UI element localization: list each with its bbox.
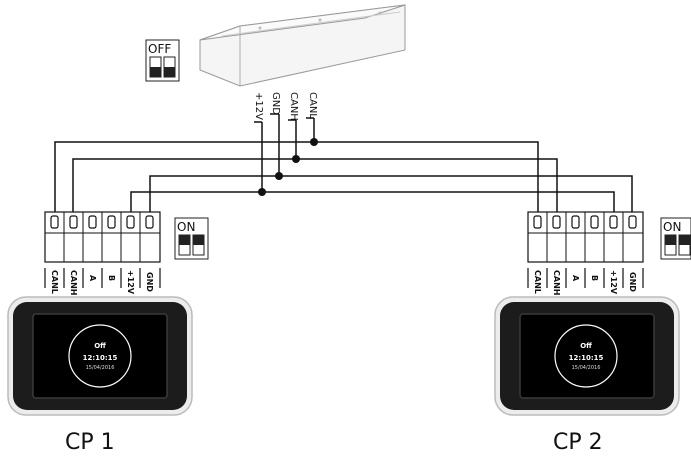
wire-label-plus12v: +12V <box>253 92 264 120</box>
dip-switch-off: OFF <box>145 39 180 82</box>
panel-label-cp1: CP 1 <box>65 430 115 455</box>
dip-switch-on-cp2: ON <box>660 217 691 260</box>
wire-canh-bus <box>72 158 558 212</box>
dip-switch-off-label: OFF <box>148 42 171 56</box>
bus-junctions <box>258 138 318 196</box>
power-supply-unit <box>199 4 406 87</box>
dip-switch-on-cp1: ON <box>174 217 209 260</box>
terminal-label-gnd: GND <box>145 272 154 292</box>
screen-mode-cp2: Off <box>580 342 592 350</box>
wire-label-gnd: GND <box>270 92 281 115</box>
junction-gnd <box>275 172 283 180</box>
screen-time-cp2: 12:10:15 <box>569 354 604 362</box>
terminal-labels-cp1: CANL CANH A B +12V GND <box>44 268 161 295</box>
power-supply-body <box>199 4 406 87</box>
touch-panel-cp1: Off 12:10:15 15/04/2016 <box>7 296 193 416</box>
terminal-block-cp2 <box>527 211 644 263</box>
junction-plus12v <box>258 188 266 196</box>
touch-panel-cp2: Off 12:10:15 15/04/2016 <box>494 296 680 416</box>
terminal-label-plus12v: +12V <box>609 270 618 295</box>
junction-canh <box>292 155 300 163</box>
screen-time-cp1: 12:10:15 <box>83 354 118 362</box>
bus-wire-labels: +12V GND CANH CANL <box>253 92 318 121</box>
screen-date-cp1: 15/04/2016 <box>86 365 115 371</box>
terminal-label-plus12v: +12V <box>126 270 135 295</box>
terminal-label-canh: CANH <box>69 270 78 295</box>
terminal-label-b: B <box>107 275 116 281</box>
screen-mode-cp1: Off <box>94 342 106 350</box>
wire-plus12v-bus <box>130 191 615 212</box>
wire-label-canl: CANL <box>307 92 318 119</box>
terminal-label-a: A <box>88 275 97 282</box>
terminal-label-canl: CANL <box>50 270 59 294</box>
terminal-block-cp1 <box>44 211 161 263</box>
dip-switch-on-label: ON <box>177 220 195 234</box>
screen-dial-cp2 <box>554 324 618 388</box>
junction-canl <box>310 138 318 146</box>
terminal-label-gnd: GND <box>628 272 637 292</box>
terminal-label-canl: CANL <box>533 270 542 294</box>
control-panel-cp1: CANL CANH A B +12V GND ON Off 12:10:15 1… <box>7 211 209 455</box>
wire-canl-bus <box>54 141 539 212</box>
terminal-label-canh: CANH <box>552 270 561 295</box>
control-panel-cp2: CANL CANH A B +12V GND ON Off 12:10:15 1… <box>494 211 691 455</box>
terminal-label-a: A <box>571 275 580 282</box>
terminal-labels-cp2: CANL CANH A B +12V GND <box>527 268 644 295</box>
wire-gnd-bus <box>149 175 633 212</box>
wire-label-canh: CANH <box>288 92 299 121</box>
panel-label-cp2: CP 2 <box>553 430 603 455</box>
bus-wiring <box>54 113 633 212</box>
terminal-label-b: B <box>590 275 599 281</box>
screen-date-cp2: 15/04/2016 <box>572 365 601 371</box>
dip-switch-on-label: ON <box>663 220 681 234</box>
power-supply-top <box>199 4 406 41</box>
screen-dial-cp1 <box>68 324 132 388</box>
